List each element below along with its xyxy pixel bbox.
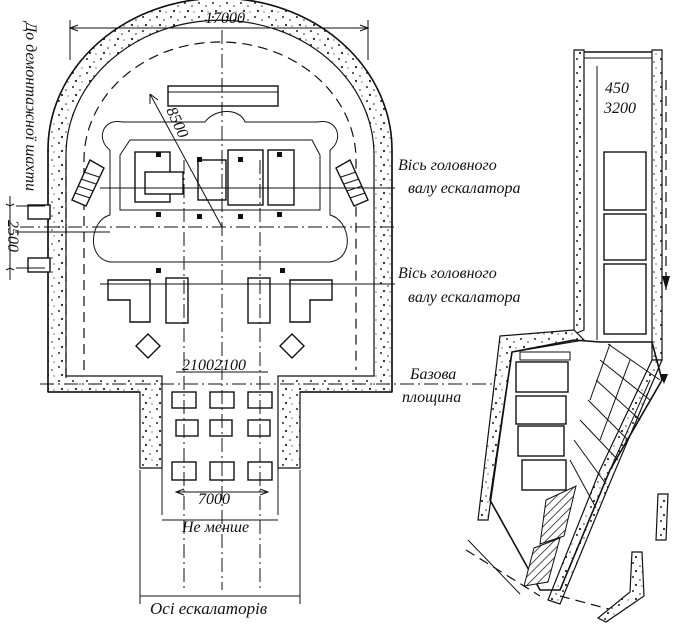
dim-radius-8500: 8500 bbox=[162, 105, 191, 141]
inner-dashed-contour bbox=[83, 41, 357, 370]
label-axis-main-shaft-1a: Вісь головного bbox=[398, 157, 497, 174]
label-not-less: Не менше bbox=[181, 519, 249, 536]
machine-room-outline bbox=[93, 111, 348, 263]
label-escalator-axes: Осі ескалаторів bbox=[150, 599, 268, 618]
outer-contour bbox=[47, 0, 393, 392]
dim-17000: 17000 bbox=[205, 10, 245, 27]
dim-2100-2100: 21002100 bbox=[182, 357, 246, 374]
section-view bbox=[465, 49, 670, 623]
label-base-platform-a: Базова bbox=[409, 366, 456, 383]
dim-3200: 3200 bbox=[603, 100, 636, 117]
label-to-dismantling-shaft: До демонтажної шахти bbox=[22, 20, 39, 191]
label-base-platform-b: площина bbox=[402, 389, 461, 406]
top-machine-block bbox=[167, 85, 279, 107]
label-axis-main-shaft-2b: валу ескалатора bbox=[408, 289, 521, 306]
dim-450: 450 bbox=[605, 80, 629, 97]
plan-view bbox=[5, 0, 500, 604]
dim-7000: 7000 bbox=[198, 491, 230, 508]
label-axis-main-shaft-2a: Вісь головного bbox=[398, 265, 497, 282]
label-axis-main-shaft-1b: валу ескалатора bbox=[408, 180, 521, 197]
dim-2500: 2500 bbox=[4, 220, 21, 252]
